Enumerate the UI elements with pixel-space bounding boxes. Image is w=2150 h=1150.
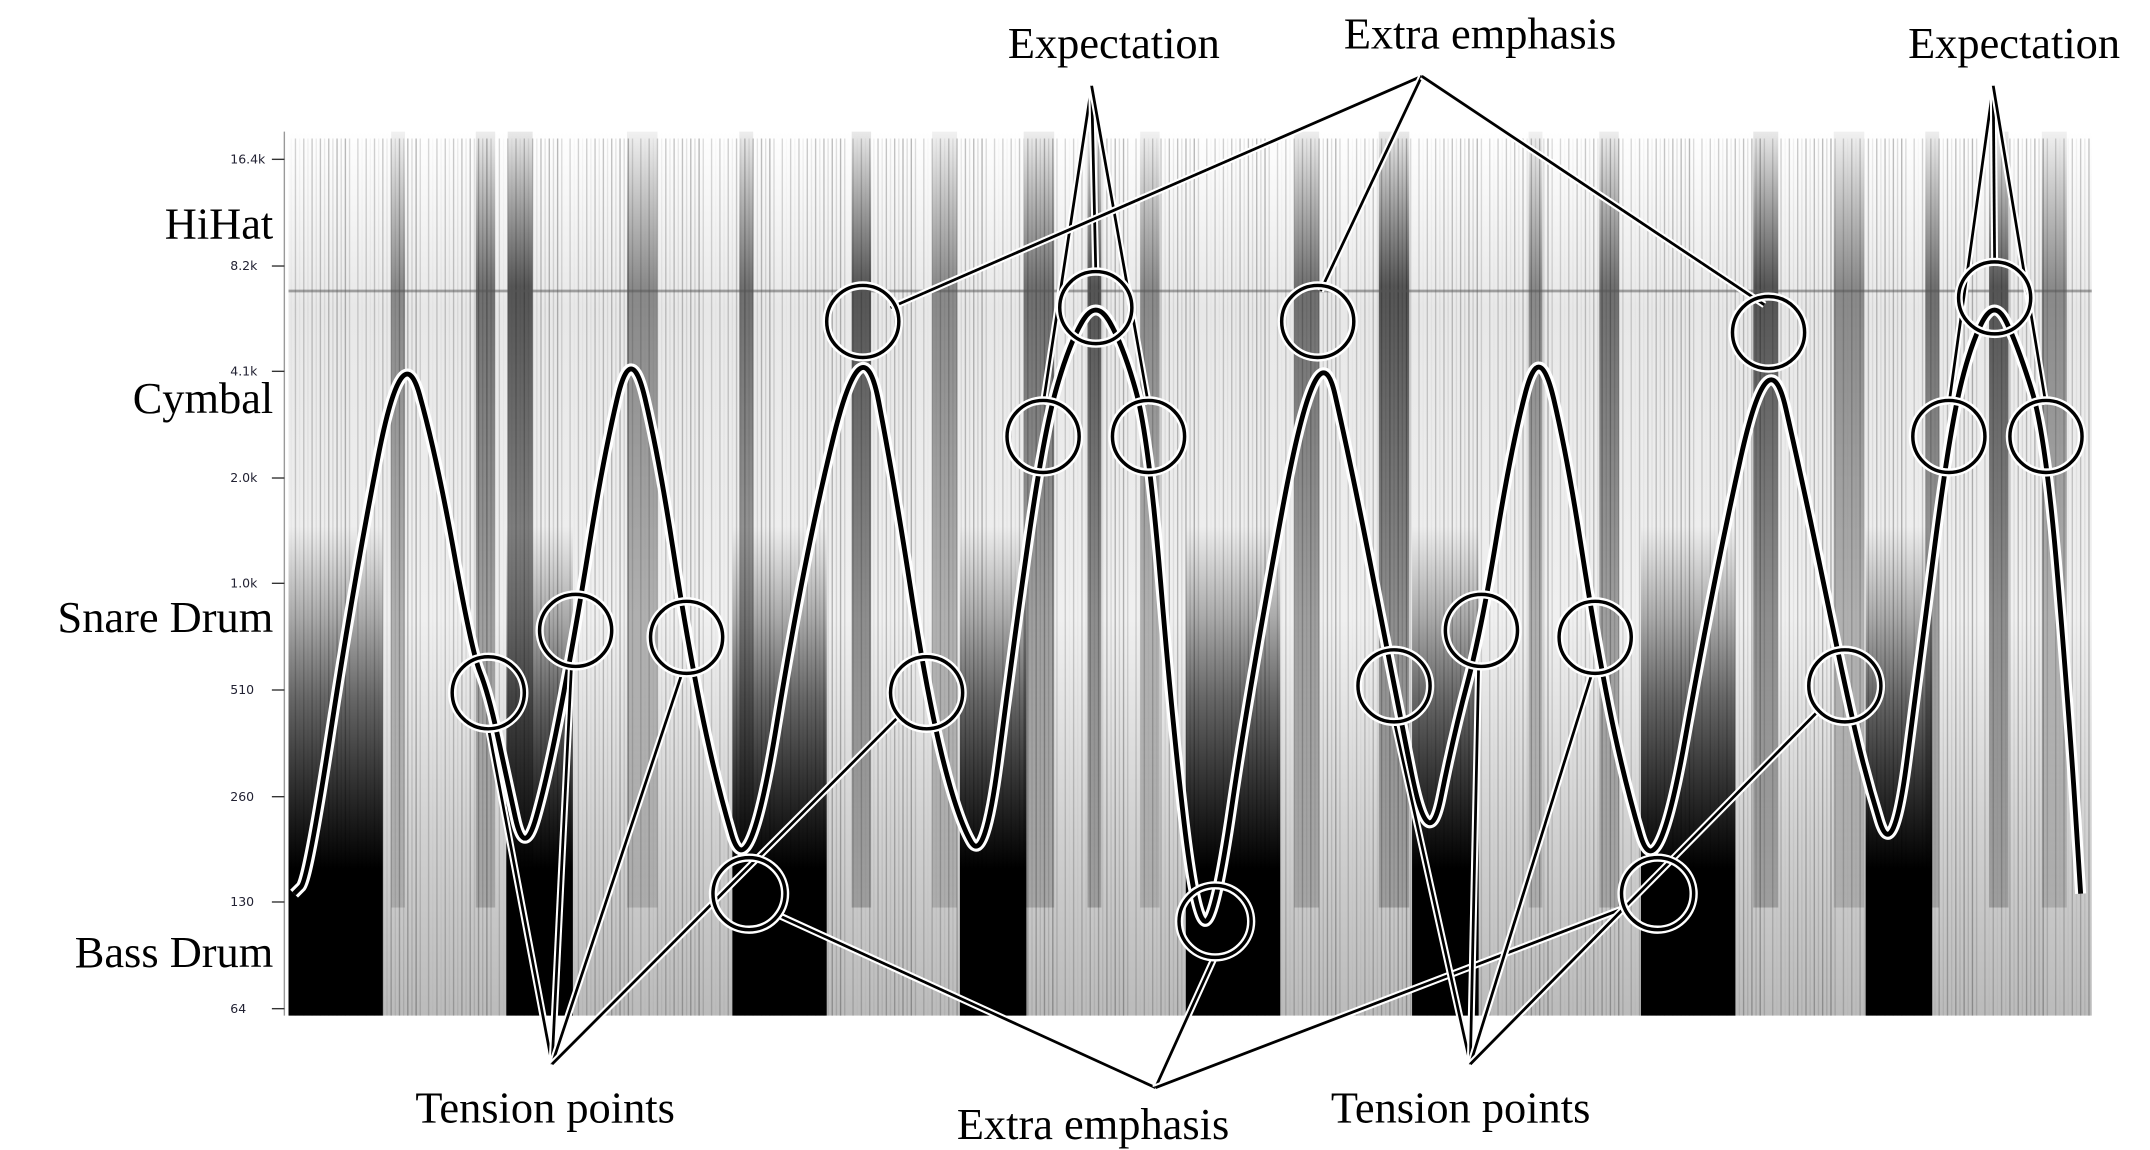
label-bass-drum: Bass Drum [75,927,274,977]
annotation-line [776,913,1157,1089]
highlight-circle [1110,398,1187,475]
y-tick-label: 16.4k [230,152,266,167]
annotation-line [1319,75,1424,292]
annotation-line [1468,671,1594,1065]
y-tick-label: 8.2k [230,258,258,273]
annotation-line [550,671,684,1065]
annotation-line [1991,85,2048,405]
hihat-band [1528,131,1543,908]
y-axis: 16.4k 8.2k 4.1k 2.0k 1.0k 510 260 130 64 [230,131,286,1016]
y-tick-label: 1.0k [230,575,258,590]
annotation-line [1469,708,1821,1066]
hihat-band [391,131,406,908]
annotation-tension-points-left: Tension points [415,1082,675,1132]
highlight-circle [1356,648,1432,724]
annotation-line [1991,85,1997,267]
highlight-circle [1443,592,1520,669]
annotation-line [1154,955,1217,1089]
highlight-circle [1005,398,1081,475]
y-tick-label: 510 [230,682,254,697]
tension-curve [290,304,2087,927]
annotation-lines [484,73,2050,1091]
highlight-circle [1956,260,2033,336]
annotation-line [1947,85,1995,405]
y-tick-label: 130 [230,894,254,909]
highlight-circle [1557,599,1633,676]
y-tick-label: 2.0k [230,470,258,485]
highlight-circle [450,655,527,731]
y-tick-label: 260 [230,789,254,804]
annotation-extra-emphasis-bottom: Extra emphasis [957,1099,1229,1149]
highlight-circle [1807,648,1883,724]
hihat-band [1087,131,1102,908]
y-tick-label: 4.1k [230,363,258,378]
label-snare-drum: Snare Drum [58,592,274,642]
y-tick-label: 64 [230,1001,246,1016]
annotation-line [1468,665,1481,1065]
bass-drum-band [1640,526,1736,1016]
hihat-band [1925,131,1940,908]
bass-drum-band [288,526,383,1016]
annotation-line [1090,85,1098,273]
annotation-line [1392,720,1472,1065]
hihat-band [626,131,658,908]
hihat-band [739,131,754,908]
hihat-band [1294,131,1320,908]
hihat-band [1833,131,1865,908]
annotation-extra-emphasis-top: Extra emphasis [1344,9,1616,59]
annotation-line [1154,906,1627,1089]
annotation-line [1090,85,1150,405]
highlight-circle [1177,883,1253,960]
annotation-tension-points-right: Tension points [1331,1082,1591,1132]
highlight-circle [1058,269,1134,346]
annotation-line [550,664,573,1065]
annotation-line [1041,85,1094,405]
hihat-band [851,131,872,908]
highlight-circle [1730,294,1807,371]
annotation-expectation-right: Expectation [1908,18,2120,68]
highlight-circle [1911,398,1987,475]
annotation-line [486,727,554,1065]
highlight-circle [888,655,965,731]
annotation-line [551,712,903,1066]
highlight-circle [537,592,614,669]
highlight-circles [448,257,2087,962]
highlight-circle [824,283,901,360]
highlight-circle [648,599,725,676]
highlight-circle [2008,398,2084,475]
highlight-circle [1619,855,1696,932]
highlight-circle [711,855,787,932]
annotation-line [1421,75,1766,306]
label-hihat: HiHat [165,198,274,248]
highlight-circle [1279,283,1356,360]
annotation-expectation-left: Expectation [1008,18,1220,68]
hihat-band [1753,131,1779,908]
annotation-line [889,74,1423,309]
label-cymbal: Cymbal [133,373,274,423]
